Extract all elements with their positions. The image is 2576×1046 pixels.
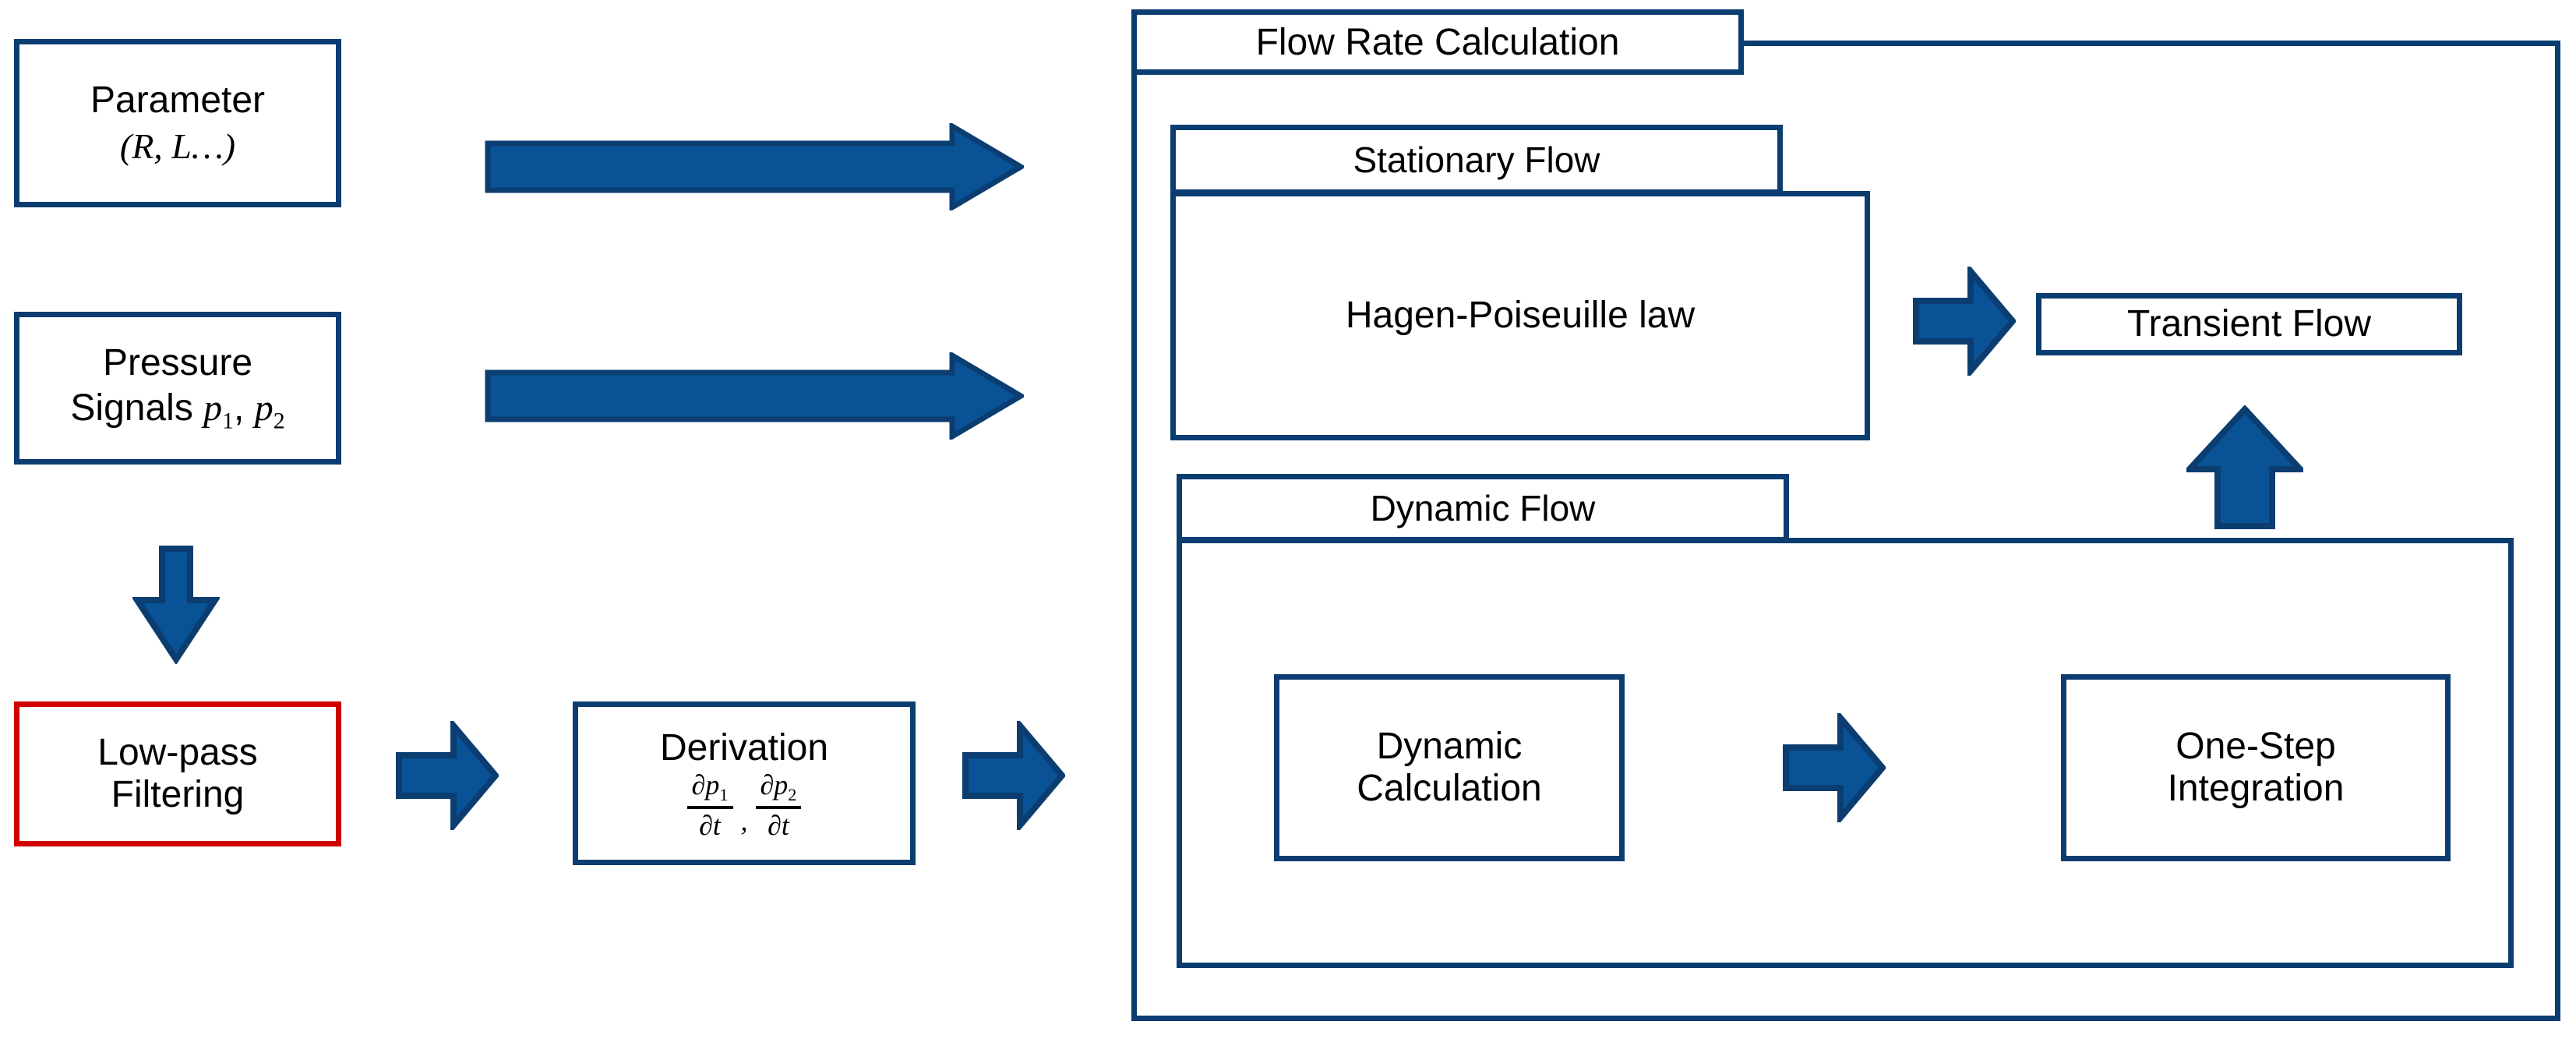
- lowpass-line2: Filtering: [111, 774, 245, 815]
- symbol-sep: ,: [234, 387, 255, 429]
- transient-flow-label: Transient Flow: [2127, 303, 2371, 345]
- parameter-symbols: (R, L…): [24, 126, 331, 167]
- lowpass-line1: Low-pass: [97, 732, 258, 774]
- up-arrow-icon-integration-to-transient: [2186, 405, 2303, 530]
- dynamic-calculation-box: Dynamic Calculation: [1274, 674, 1625, 861]
- one-step-integration-box: One-Step Integration: [2061, 674, 2451, 861]
- fraction-denominator: ∂t: [699, 810, 721, 842]
- symbol-p1: p1: [203, 387, 235, 434]
- dynamic-calculation-line1: Dynamic: [1376, 726, 1523, 768]
- pressure-label-line1: Pressure: [102, 342, 253, 384]
- hagen-poiseuille-label: Hagen-Poiseuille law: [1345, 295, 1696, 337]
- symbol-ellipsis: …: [191, 126, 224, 167]
- paren-open: (: [119, 126, 132, 167]
- fraction-numerator: ∂p2: [755, 771, 802, 810]
- long-right-arrow-icon-pressure: [485, 352, 1024, 440]
- pressure-label-line2: Signals p1, p2: [24, 387, 331, 434]
- fraction-numerator: ∂p1: [686, 771, 733, 810]
- low-pass-filtering-box: Low-pass Filtering: [14, 701, 341, 846]
- dynamic-flow-group: [1177, 538, 2514, 968]
- derivation-box: Derivation ∂p1 ∂t , ∂p2 ∂t: [573, 701, 916, 865]
- pressure-signals-box: Pressure Signals p1, p2: [14, 312, 341, 465]
- hagen-poiseuille-box: Hagen-Poiseuille law: [1176, 196, 1865, 435]
- derivation-formula: ∂p1 ∂t , ∂p2 ∂t: [583, 771, 905, 842]
- down-arrow-icon: [132, 546, 220, 664]
- stationary-flow-label: Stationary Flow: [1170, 125, 1783, 195]
- symbol-R: R: [132, 126, 154, 167]
- long-right-arrow-icon-parameter: [485, 123, 1024, 210]
- symbol-L: L: [171, 126, 192, 167]
- fraction-denominator: ∂t: [768, 810, 789, 842]
- derivation-title: Derivation: [659, 726, 829, 769]
- parameter-label: Parameter: [90, 80, 266, 122]
- flow-rate-calculation-group: [1131, 41, 2560, 1021]
- symbol-p2: p2: [254, 387, 285, 434]
- signals-word: Signals: [70, 387, 204, 429]
- symbol-comma: ,: [154, 126, 172, 167]
- right-arrow-icon-derivation-to-dynamic: [962, 721, 1065, 830]
- one-step-integration-line1: One-Step: [2175, 726, 2336, 768]
- fraction-dp2-dt: ∂p2 ∂t: [755, 771, 802, 842]
- parameter-box: Parameter (R, L…): [14, 39, 341, 207]
- right-arrow-icon-hagen-to-transient: [1913, 267, 2016, 376]
- fraction-dp1-dt: ∂p1 ∂t: [686, 771, 733, 842]
- dynamic-flow-label: Dynamic Flow: [1177, 474, 1789, 542]
- formula-separator: ,: [740, 804, 748, 836]
- right-arrow-icon-dynamic-to-integration: [1783, 713, 1886, 822]
- one-step-integration-line2: Integration: [2167, 768, 2345, 809]
- flow-rate-calculation-label: Flow Rate Calculation: [1131, 9, 1744, 75]
- transient-flow-box: Transient Flow: [2036, 293, 2462, 355]
- dynamic-calculation-line2: Calculation: [1357, 768, 1542, 809]
- right-arrow-icon-lowpass-to-derivation: [396, 721, 499, 830]
- paren-close: ): [223, 126, 236, 167]
